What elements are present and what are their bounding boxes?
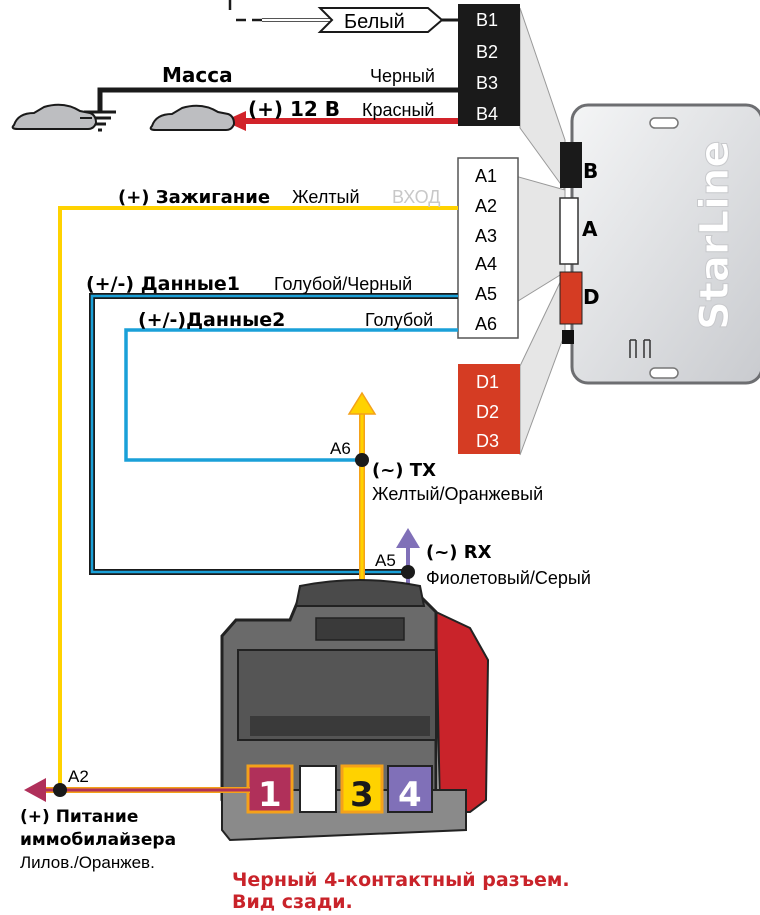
power-arrow-icon <box>224 111 246 131</box>
unit-port-a-label: A <box>582 217 598 241</box>
data1-bold-label: (+/-) Данные1 <box>86 273 240 295</box>
data2-bold-label: (+/-)Данные2 <box>138 309 285 331</box>
four-pin-plug: 1 3 4 <box>220 579 490 842</box>
a-pin-2: A2 <box>475 196 497 216</box>
tx-color-label: Желтый/Оранжевый <box>372 484 543 504</box>
a-pin-6: A6 <box>475 314 497 334</box>
a6-point-label: A6 <box>330 439 351 458</box>
power-wire: (+) 12 В Красный <box>149 97 458 131</box>
ground-icon <box>84 110 116 132</box>
ground-label: Масса <box>162 63 233 87</box>
b-pin-3: B3 <box>476 73 498 93</box>
plug-pin-4: 4 <box>398 775 422 815</box>
white-wire-label: Белый <box>344 11 405 33</box>
ignition-color-label: Желтый <box>292 187 360 207</box>
rx-color-label: Фиолетовый/Серый <box>426 568 591 588</box>
b-connector-block: B1 B2 B3 B4 <box>458 4 520 126</box>
a-pin-1: A1 <box>475 166 497 186</box>
plug-caption-line2: Вид сзади. <box>232 891 353 913</box>
b-connector-fan <box>519 7 566 192</box>
unit-port-d-label: D <box>583 285 600 309</box>
unit-brand: StarLine <box>692 141 738 330</box>
immo-power-wire: A2 (+) Питание иммобилайзера Лилов./Оран… <box>20 767 250 872</box>
immo-power-color: Лилов./Оранжев. <box>20 853 155 872</box>
ignition-bold-label: (+) Зажигание <box>118 187 270 208</box>
data2-wire: (+/-)Данные2 Голубой <box>124 309 458 462</box>
tx-arrow-icon <box>347 391 377 415</box>
red-wire-label: Красный <box>362 100 434 120</box>
b-pin-4: B4 <box>476 104 498 124</box>
rx-arrow-icon <box>396 528 420 548</box>
tx-label: (~) TX <box>372 460 436 481</box>
d-pin-3: D3 <box>476 431 499 451</box>
ground-wire: Масса Черный <box>11 63 458 132</box>
plug-pin-3: 3 <box>350 775 374 815</box>
a2-junction-dot <box>53 783 67 797</box>
immo-arrow-icon <box>24 778 46 802</box>
a6-junction-dot <box>355 453 369 467</box>
plug-pin-1: 1 <box>258 775 282 815</box>
a-pin-3: A3 <box>475 226 497 246</box>
data1-color-label: Голубой/Черный <box>274 274 412 294</box>
immo-power-label-1: (+) Питание <box>20 807 138 827</box>
d-connector-fan <box>519 271 566 456</box>
unit-port-b <box>560 142 582 188</box>
unit-port-a <box>559 197 579 265</box>
ignition-input-label: ВХОД <box>392 187 440 207</box>
power-label: (+) 12 В <box>248 97 340 121</box>
a-pin-5: A5 <box>475 284 497 304</box>
immo-power-label-2: иммобилайзера <box>20 830 176 850</box>
a5-junction-dot <box>401 565 415 579</box>
a2-point-label: A2 <box>68 767 89 786</box>
d-connector-block: D1 D2 D3 <box>458 364 520 454</box>
unit-led-icon <box>629 339 651 358</box>
car-ground-icon <box>11 103 98 130</box>
black-wire-label: Черный <box>370 66 435 86</box>
d-pin-1: D1 <box>476 372 499 392</box>
unit-port-b-label: B <box>583 159 598 183</box>
b-pin-2: B2 <box>476 42 498 62</box>
a-pin-4: A4 <box>475 254 497 274</box>
unit-port-d <box>559 271 583 325</box>
ignition-wire: (+) Зажигание Желтый ВХОД <box>58 187 458 790</box>
rx-label: (~) RX <box>426 542 492 563</box>
starline-unit: StarLine B A D <box>559 103 760 385</box>
car-power-icon <box>149 104 236 131</box>
a5-point-label: A5 <box>375 551 396 570</box>
b-pin-1: B1 <box>476 10 498 30</box>
a-connector-block: A1 A2 A3 A4 A5 A6 <box>457 157 519 339</box>
data2-color-label: Голубой <box>365 310 433 330</box>
data1-wire: (+/-) Данные1 Голубой/Черный <box>86 273 458 575</box>
d-pin-2: D2 <box>476 402 499 422</box>
plug-caption-line1: Черный 4-контактный разъем. <box>232 869 570 891</box>
white-wire: Белый <box>228 0 458 33</box>
